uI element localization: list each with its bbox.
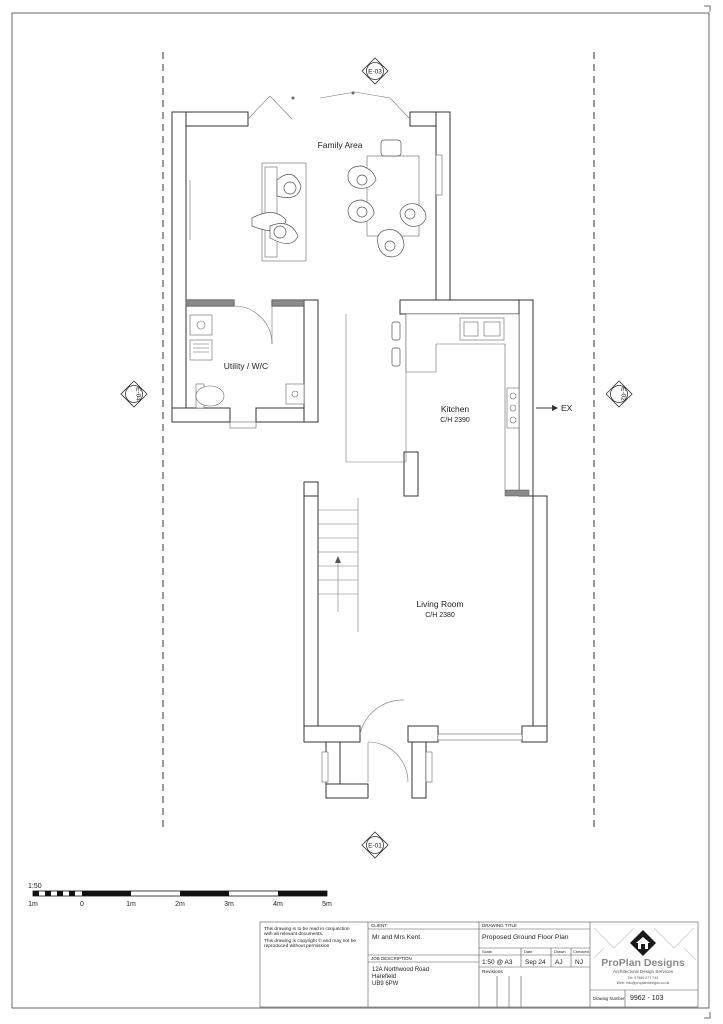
scale-label: 4m xyxy=(273,901,283,908)
elevation-marker-e02: E-02 xyxy=(605,380,633,408)
company-web: Web: info@proplandesigns.co.uk xyxy=(617,981,670,985)
job-header: JOB DESCRIPTION xyxy=(371,956,412,961)
elevation-e03-label: E-03 xyxy=(368,69,382,76)
drawn-value: AJ xyxy=(555,959,563,966)
drawing-note: This drawing is to be read in conjunctio… xyxy=(264,926,350,932)
date-value: Sep 24 xyxy=(525,959,546,966)
drawing-note: reproduced without permission xyxy=(264,943,330,949)
inner-door-swing xyxy=(359,699,405,735)
bar-stool xyxy=(391,321,401,341)
kitchen-ceiling-height: C/H 2390 xyxy=(440,417,470,424)
job-line: UB9 6PW xyxy=(372,981,399,987)
utility-door-grey-left xyxy=(185,299,235,307)
scale-label: 0 xyxy=(80,901,84,908)
utility-fixtures xyxy=(189,314,305,409)
front-door-swing xyxy=(367,741,409,783)
drawing-note: This drawing is copyright © and may not … xyxy=(264,937,356,944)
living-room-ceiling-height: C/H 2380 xyxy=(425,612,455,619)
drawing-title-header: DRAWING TITLE xyxy=(482,923,517,928)
elevation-marker-e01: E-01 xyxy=(361,831,389,859)
drawing-number: 9962 - 103 xyxy=(630,995,664,1002)
title-block xyxy=(259,921,699,1008)
sheet-border xyxy=(11,12,710,1009)
drawing-number-header: Drawing Number xyxy=(593,996,625,1001)
utility-wc-label: Utility / W/C xyxy=(224,361,268,371)
elevation-marker-e03: E-03 xyxy=(361,57,389,85)
bifold-doors xyxy=(247,91,411,120)
utility-window xyxy=(229,421,257,429)
utility-door-swing xyxy=(233,305,273,345)
porch-window xyxy=(425,751,433,783)
company-tel: Tel: 07960 077 744 xyxy=(628,976,659,980)
job-line: 12A Northwood Road xyxy=(372,967,429,973)
corner-mark xyxy=(704,5,711,1019)
company-logo-panel xyxy=(591,923,697,989)
kitchen-worktop xyxy=(405,313,520,491)
checked-header: Checked xyxy=(573,949,589,954)
scale-header: Scale xyxy=(482,949,493,954)
drawing-title: Proposed Ground Floor Plan xyxy=(482,934,569,941)
elevation-e04-label: E-04 xyxy=(135,387,142,401)
kitchen-door-grey xyxy=(504,489,530,497)
front-window xyxy=(437,733,523,741)
porch-window-left xyxy=(321,751,329,783)
date-header: Date xyxy=(524,949,533,954)
scale-label: 3m xyxy=(224,901,234,908)
bar-stool xyxy=(391,347,401,367)
door-pivot xyxy=(291,96,295,100)
revisions-header: Revisions xyxy=(482,969,503,975)
scale-label: 5m xyxy=(322,901,332,908)
checked-value: NJ xyxy=(575,959,583,966)
elevation-marker-e04: E-04 xyxy=(120,380,148,408)
scale-ratio: 1:50 xyxy=(28,883,42,890)
living-room-label: Living Room xyxy=(416,599,463,609)
living-room-walls xyxy=(303,495,548,799)
company-name: ProPlan Designs xyxy=(601,957,685,969)
utility-door-grey-right xyxy=(271,299,305,307)
family-window xyxy=(435,154,443,196)
drawn-header: Drawn xyxy=(554,949,566,954)
company-tagline: Architectural Design Services xyxy=(613,969,674,974)
family-area-label: Family Area xyxy=(318,140,363,150)
job-line: Harefield xyxy=(372,974,396,980)
elevation-e01-label: E-01 xyxy=(368,843,382,850)
scale-bar-labels: 1m 0 1m 2m 3m 4m 5m xyxy=(28,901,332,908)
extract-label: EX xyxy=(561,403,573,413)
scale-value: 1:50 @ A3 xyxy=(482,959,513,966)
drawing-note: with all relevant documents. xyxy=(264,931,323,937)
extract-arrowhead xyxy=(552,405,558,411)
door-pivot xyxy=(351,91,355,95)
rear-extension-walls xyxy=(171,111,451,423)
scale-bar xyxy=(32,890,328,897)
client-header: CLIENT xyxy=(371,923,387,928)
elevation-e02-label: E-02 xyxy=(620,387,627,401)
kitchen-label: Kitchen xyxy=(441,404,470,414)
staircase xyxy=(318,498,359,632)
kitchen-walls xyxy=(303,299,534,499)
scale-label: 1m xyxy=(126,901,136,908)
dining-table xyxy=(347,139,427,258)
scale-label: 2m xyxy=(175,901,185,908)
client-name: Mr and Mrs Kent xyxy=(372,934,420,941)
sofa xyxy=(251,162,307,262)
scale-label: 1m xyxy=(28,901,38,908)
